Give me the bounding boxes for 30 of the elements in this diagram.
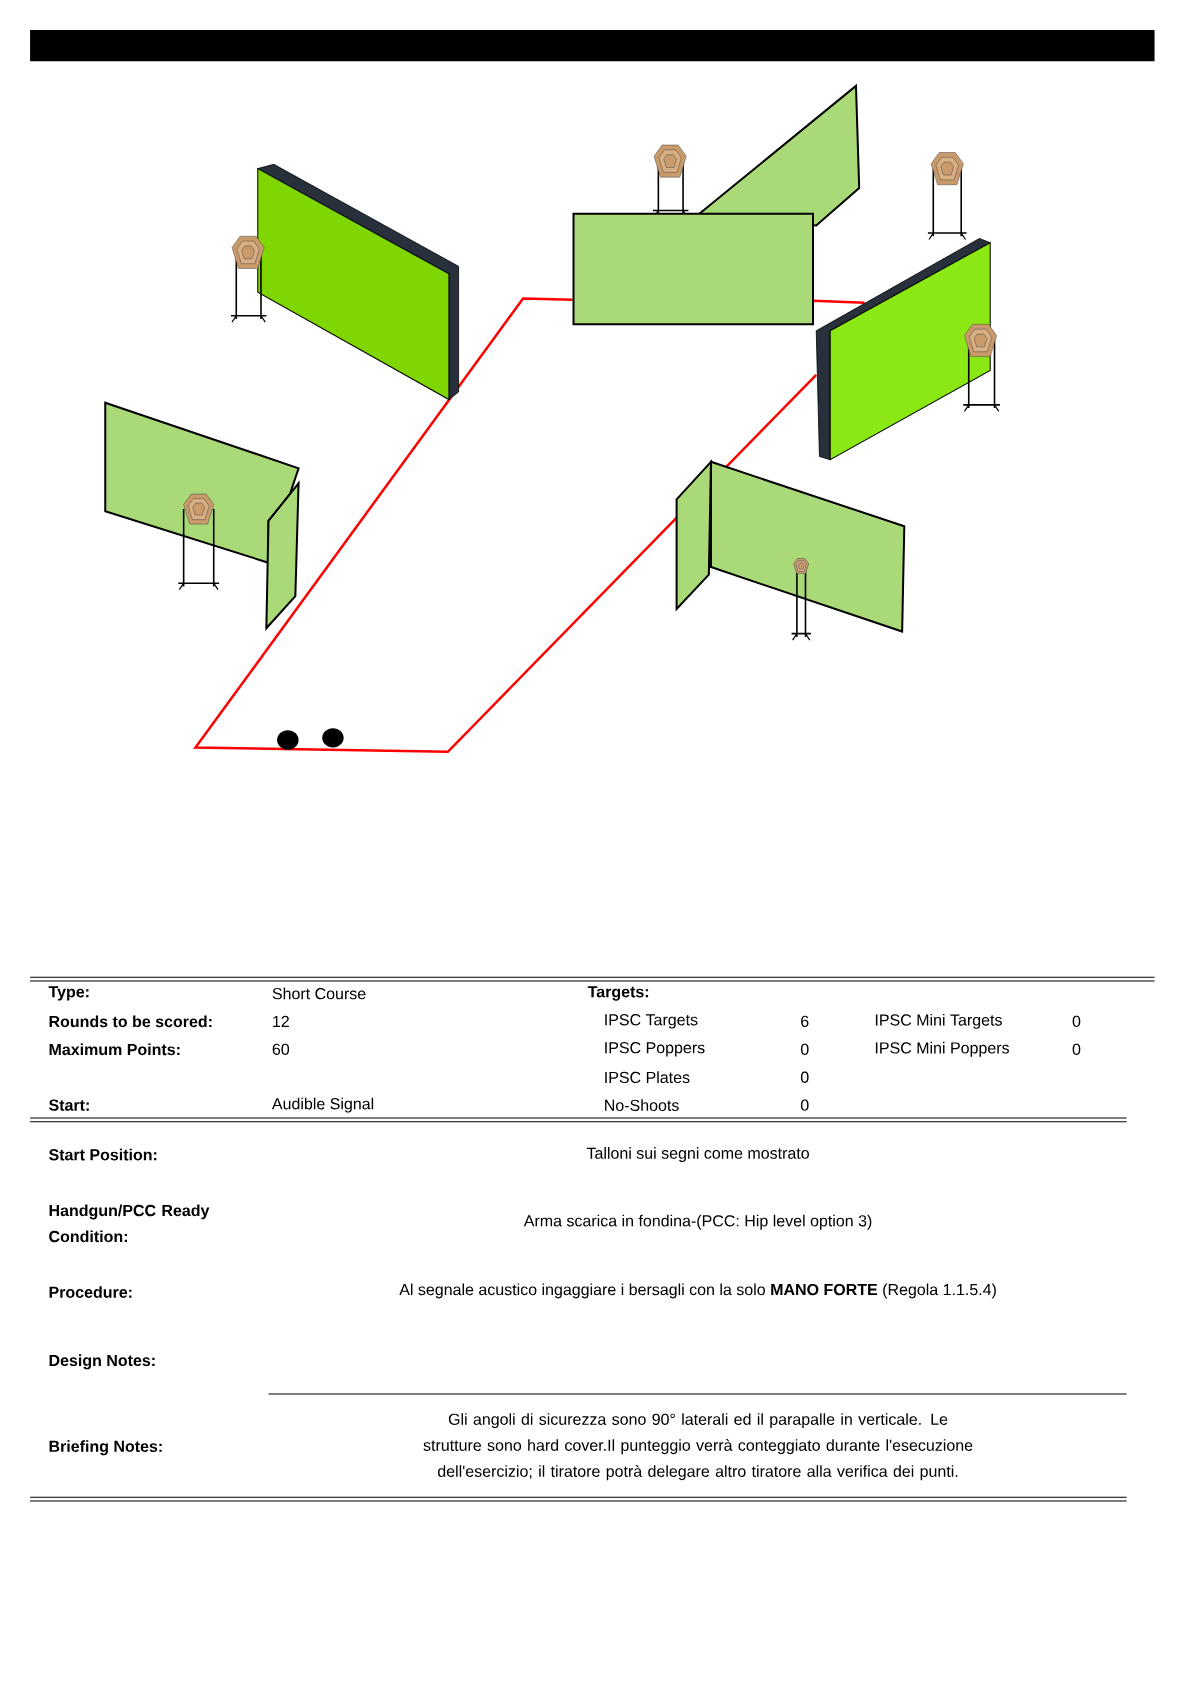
field-label: Design Notes:	[49, 1354, 155, 1370]
field-value: IPSC Poppers	[605, 1042, 705, 1057]
field-value: Audible Signal	[271, 1097, 374, 1113]
field-value: IPSC Targets	[605, 1014, 698, 1029]
field-label: Start:	[48, 1099, 89, 1111]
field-value: IPSC Mini Poppers	[875, 1041, 1009, 1057]
field-value: 0	[800, 1071, 809, 1083]
field-value: Gli angoli di sicurezza sono 90° laterali ed il parapalle in verticale. Le strutture sono hard cover.Il punteggio verrà conteggiato durante l'esecuzione dell'esercizio; il tiratore potrà delegare altro tiratore alla verifica dei punti.	[423, 1413, 973, 1481]
field-label: Handgun/PCC Ready Condition:	[49, 1204, 210, 1243]
field-label: Targets:	[587, 986, 649, 1001]
field-value: IPSC Mini Targets	[875, 1013, 1002, 1029]
field-value: 6	[801, 1015, 809, 1028]
field-value: Al segnale acustico ingaggiare i bersagli con la solo MANO FORTE (Regola 1.1.5.4)	[399, 1283, 996, 1299]
field-value: 12	[273, 1015, 289, 1027]
field-value: 0	[800, 1099, 809, 1111]
field-value: IPSC Plates	[605, 1071, 690, 1084]
field-value: Talloni sui segni come mostrato	[586, 1147, 809, 1162]
field-value: Arma scarica in fondina-(PCC: Hip level option 3)	[523, 1214, 872, 1230]
field-value: 0	[1072, 1043, 1081, 1055]
field-label: Rounds to be scored:	[49, 1015, 212, 1028]
field-label: Maximum Points:	[49, 1043, 180, 1056]
field-value: 60	[272, 1043, 290, 1055]
field-label: Type:	[48, 986, 89, 1001]
field-label: Briefing Notes:	[49, 1440, 162, 1456]
field-value: Short Course	[272, 987, 366, 1000]
field-label: Start Position:	[48, 1148, 157, 1161]
field-label: Procedure:	[49, 1286, 132, 1298]
field-value: No-Shoots	[605, 1099, 679, 1111]
field-value: 0	[1072, 1015, 1081, 1028]
field-value: 0	[800, 1043, 809, 1055]
